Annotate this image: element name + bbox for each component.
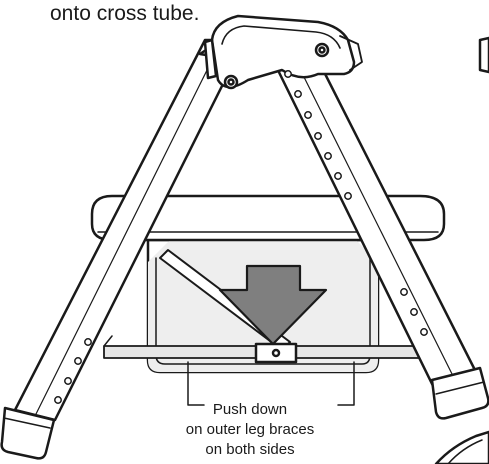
- callout-bracket: [187, 361, 355, 406]
- instruction-text: onto cross tube.: [50, 2, 200, 25]
- down-arrow-icon: [218, 264, 328, 346]
- edge-clip-right: [478, 36, 489, 74]
- center-clamp: [254, 342, 298, 364]
- callout-line-1: Push down: [212, 401, 288, 418]
- right-foot-cap: [430, 366, 489, 420]
- callout-text: Push down on outer leg braces on both si…: [150, 400, 350, 460]
- callout-line-2: on outer leg braces: [185, 421, 315, 438]
- hinge-bracket: [210, 14, 356, 89]
- callout-line-3: on both sides: [205, 441, 295, 458]
- left-leg-holes: [54, 338, 92, 404]
- right-leg-holes: [284, 70, 428, 336]
- corner-part: [434, 430, 489, 464]
